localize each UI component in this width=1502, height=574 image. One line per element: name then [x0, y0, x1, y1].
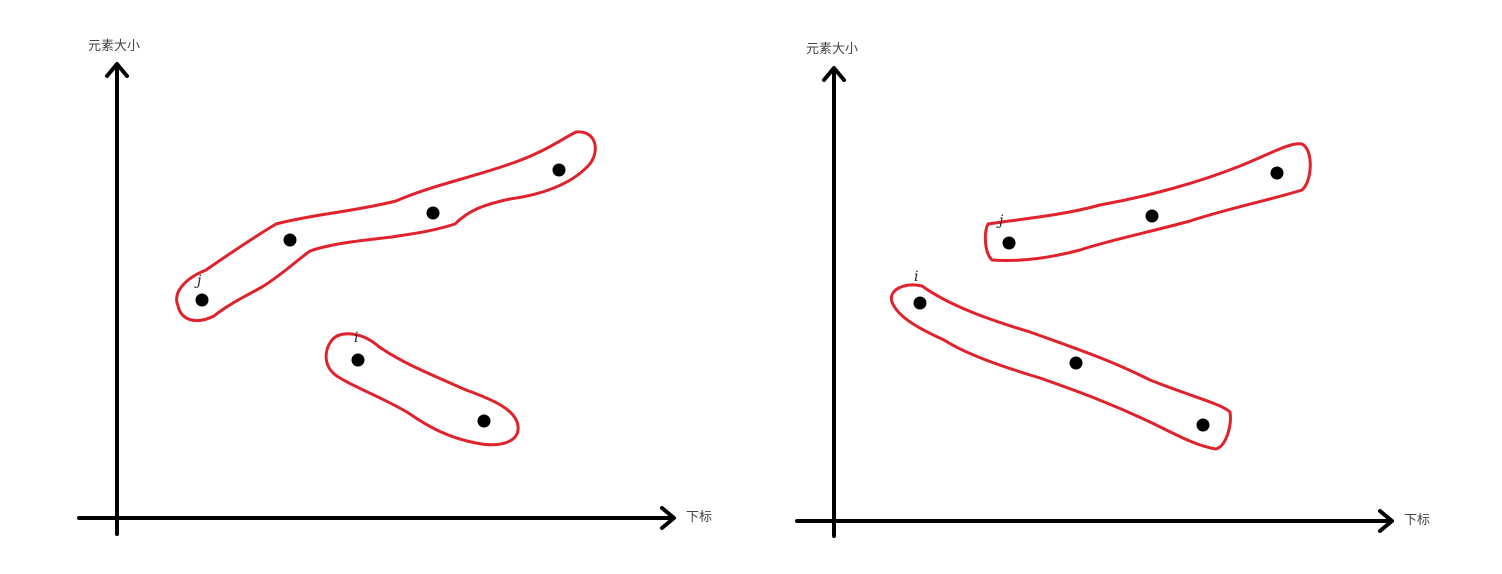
group-j: j	[983, 142, 1312, 262]
data-point	[195, 293, 209, 307]
point-label-j: j	[996, 213, 1004, 229]
y-axis-label: 元素大小	[806, 42, 858, 57]
data-point	[426, 206, 440, 220]
x-axis-arrowhead	[660, 506, 676, 530]
panel-right: 元素大小 下标 j i	[795, 42, 1430, 538]
group-j: j	[175, 130, 597, 323]
point-label-i: i	[914, 269, 918, 285]
data-point	[283, 233, 297, 247]
data-point	[1145, 209, 1159, 223]
data-point	[351, 353, 365, 367]
x-axis-label: 下标	[686, 510, 712, 525]
y-axis-arrowhead	[105, 62, 129, 78]
y-axis-label: 元素大小	[88, 39, 140, 54]
group-outline	[889, 283, 1232, 451]
data-point	[1270, 166, 1284, 180]
x-axis-label: 下标	[1404, 513, 1430, 528]
data-point	[913, 296, 927, 310]
group-outline	[175, 130, 597, 323]
data-point	[1196, 418, 1210, 432]
data-point	[1069, 356, 1083, 370]
group-i: i	[889, 269, 1232, 451]
panel-left: 元素大小 下标 j i	[77, 39, 712, 536]
point-label-j: j	[194, 273, 202, 289]
group-i: i	[324, 330, 520, 447]
data-point	[1002, 236, 1016, 250]
point-label-i: i	[354, 330, 358, 346]
x-axis-arrowhead	[1378, 509, 1394, 533]
group-outline	[983, 142, 1312, 262]
y-axis-arrowhead	[822, 66, 846, 82]
group-outline	[324, 332, 520, 447]
data-point	[552, 163, 566, 177]
data-point	[477, 414, 491, 428]
